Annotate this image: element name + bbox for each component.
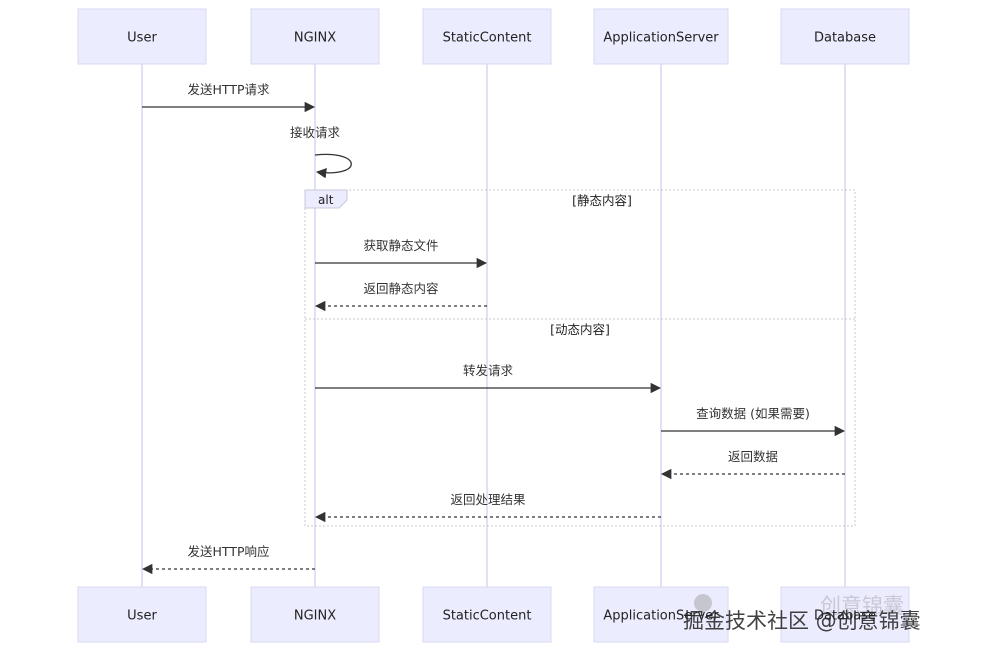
message-arrow: [314, 153, 352, 179]
msg-return-result: 返回处理结果: [314, 492, 661, 523]
message-label: 返回数据: [728, 449, 778, 464]
watermark-text: 掘金技术社区 @创意锦囊: [683, 609, 921, 633]
message-label: 返回静态内容: [363, 281, 438, 296]
actor-static-bottom: StaticContent: [422, 586, 552, 643]
watermark-ghost: 创意锦囊: [820, 594, 904, 618]
actor-box: [780, 8, 910, 65]
msg-receive-request: 接收请求: [290, 125, 352, 179]
actor-label: User: [127, 31, 157, 46]
message-label: 发送HTTP请求: [188, 82, 270, 97]
watermark-logo-icon: [694, 594, 712, 612]
actor-user-top: User: [77, 8, 207, 65]
actor-label: StaticContent: [443, 609, 532, 624]
actor-label: Database: [814, 609, 876, 624]
actor-box: [593, 8, 729, 65]
actor-db-top: Database: [780, 8, 910, 65]
message-label: 返回处理结果: [450, 492, 526, 507]
actor-app-bottom: ApplicationServer: [593, 586, 729, 643]
alt-block: alt [静态内容] [动态内容]: [304, 189, 856, 527]
actor-static-top: StaticContent: [422, 8, 552, 65]
actor-user-bottom: User: [77, 586, 207, 643]
actor-label: NGINX: [294, 609, 336, 624]
alt-label: alt: [318, 193, 334, 207]
msg-send-http-request: 发送HTTP请求: [142, 82, 316, 113]
actor-nginx-bottom: NGINX: [250, 586, 380, 643]
actor-box: [422, 586, 552, 643]
actor-label: ApplicationServer: [603, 609, 719, 624]
message-label: 查询数据 (如果需要): [696, 406, 810, 421]
actor-label: StaticContent: [443, 31, 532, 46]
actor-nginx-top: NGINX: [250, 8, 380, 65]
actor-box: [77, 586, 207, 643]
actor-box: [250, 586, 380, 643]
actor-box: [780, 586, 910, 643]
msg-query-data: 查询数据 (如果需要): [661, 406, 846, 437]
actors-top: User NGINX StaticContent ApplicationServer D…: [77, 8, 910, 65]
actor-box: [250, 8, 380, 65]
msg-return-data: 返回数据: [660, 449, 845, 480]
message-label: 发送HTTP响应: [188, 544, 270, 559]
actor-app-top: ApplicationServer: [593, 8, 729, 65]
actor-db-bottom: Database: [780, 586, 910, 643]
msg-return-static: 返回静态内容: [314, 281, 487, 312]
msg-send-http-response: 发送HTTP响应: [141, 544, 315, 575]
actors-bottom: User NGINX StaticContent ApplicationServer D…: [77, 586, 910, 643]
message-label: 获取静态文件: [363, 238, 438, 253]
lifelines: [141, 64, 846, 587]
actor-label: User: [127, 609, 157, 624]
actor-box: [77, 8, 207, 65]
actor-box: [593, 586, 729, 643]
actor-label: Database: [814, 31, 876, 46]
message-label: 接收请求: [290, 125, 341, 140]
alt-condition-static: [静态内容]: [572, 193, 632, 208]
actor-box: [422, 8, 552, 65]
actor-label: ApplicationServer: [603, 31, 719, 46]
alt-label-box: [304, 189, 348, 209]
actor-label: NGINX: [294, 31, 336, 46]
alt-frame: [304, 189, 856, 527]
msg-forward-request: 转发请求: [315, 363, 662, 394]
alt-condition-dynamic: [动态内容]: [550, 322, 610, 337]
msg-get-static-file: 获取静态文件: [315, 238, 488, 269]
message-label: 转发请求: [463, 363, 514, 378]
